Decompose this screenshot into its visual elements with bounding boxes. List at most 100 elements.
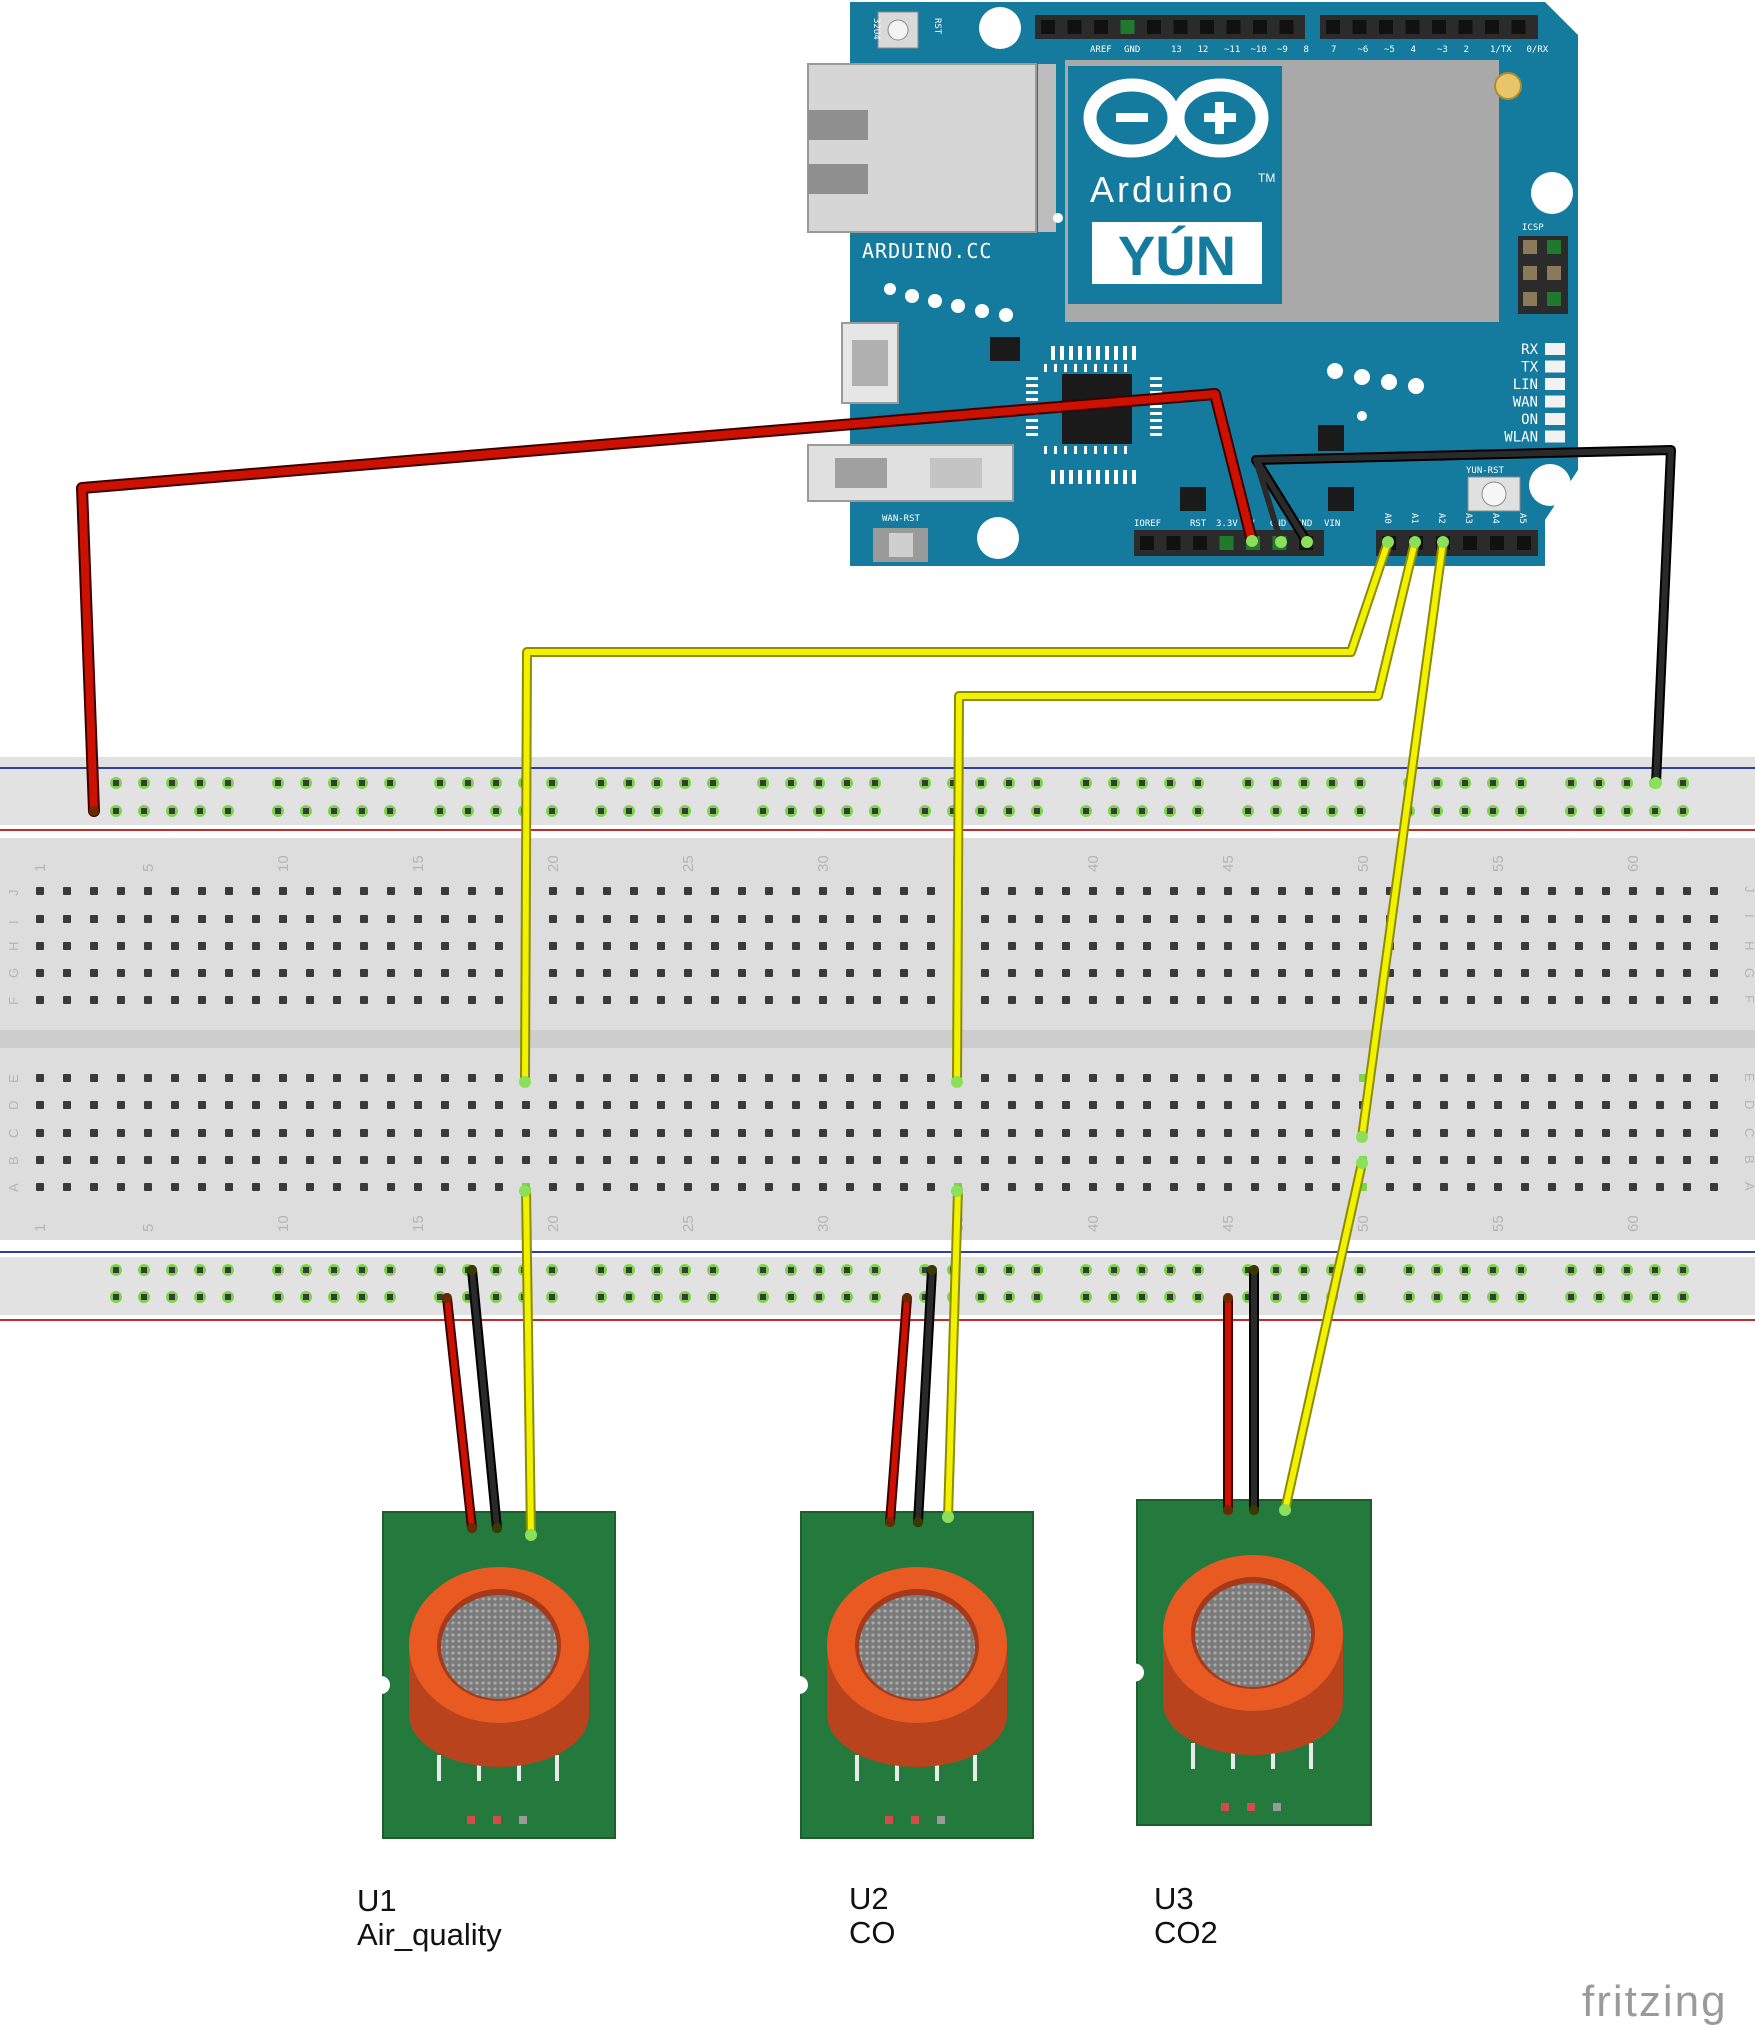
breadboard-hole[interactable] xyxy=(1251,1183,1259,1191)
breadboard-hole[interactable] xyxy=(1197,1183,1205,1191)
breadboard-hole[interactable] xyxy=(252,915,260,923)
breadboard-hole[interactable] xyxy=(1224,996,1232,1004)
breadboard-hole[interactable] xyxy=(1305,887,1313,895)
breadboard-hole[interactable] xyxy=(1170,1074,1178,1082)
power-pin[interactable] xyxy=(1166,536,1181,550)
breadboard-hole[interactable] xyxy=(819,1129,827,1137)
breadboard-hole[interactable] xyxy=(1143,1183,1151,1191)
breadboard-hole[interactable] xyxy=(279,1129,287,1137)
breadboard-hole[interactable] xyxy=(765,1101,773,1109)
breadboard-hole[interactable] xyxy=(495,1074,503,1082)
breadboard-hole[interactable] xyxy=(1602,1074,1610,1082)
breadboard-hole[interactable] xyxy=(1602,1183,1610,1191)
breadboard-hole[interactable] xyxy=(387,1156,395,1164)
breadboard-hole[interactable] xyxy=(1710,1156,1718,1164)
header-pin[interactable] xyxy=(1485,20,1499,34)
breadboard-hole[interactable] xyxy=(387,915,395,923)
breadboard-hole[interactable] xyxy=(900,969,908,977)
breadboard-hole[interactable] xyxy=(1656,1156,1664,1164)
breadboard-hole[interactable] xyxy=(927,1101,935,1109)
breadboard-hole[interactable] xyxy=(1548,969,1556,977)
breadboard-hole[interactable] xyxy=(171,1183,179,1191)
breadboard-hole[interactable] xyxy=(549,1074,557,1082)
breadboard-hole[interactable] xyxy=(90,1074,98,1082)
breadboard-hole[interactable] xyxy=(63,969,71,977)
breadboard-hole[interactable] xyxy=(1197,887,1205,895)
breadboard-hole[interactable] xyxy=(630,1101,638,1109)
breadboard-hole[interactable] xyxy=(1089,887,1097,895)
breadboard-hole[interactable] xyxy=(360,969,368,977)
breadboard-hole[interactable] xyxy=(1089,969,1097,977)
breadboard-hole[interactable] xyxy=(1413,1183,1421,1191)
breadboard-hole[interactable] xyxy=(1278,1074,1286,1082)
breadboard-hole[interactable] xyxy=(360,1183,368,1191)
breadboard-hole[interactable] xyxy=(1467,942,1475,950)
breadboard-hole[interactable] xyxy=(468,1101,476,1109)
breadboard-hole[interactable] xyxy=(1251,942,1259,950)
breadboard-hole[interactable] xyxy=(1170,915,1178,923)
breadboard-hole[interactable] xyxy=(576,915,584,923)
breadboard-hole[interactable] xyxy=(117,942,125,950)
breadboard-hole[interactable] xyxy=(225,996,233,1004)
breadboard-hole[interactable] xyxy=(441,1129,449,1137)
breadboard-hole[interactable] xyxy=(1305,1183,1313,1191)
breadboard-hole[interactable] xyxy=(981,1129,989,1137)
breadboard-hole[interactable] xyxy=(819,1183,827,1191)
breadboard-hole[interactable] xyxy=(144,996,152,1004)
breadboard-hole[interactable] xyxy=(630,1129,638,1137)
breadboard-hole[interactable] xyxy=(1656,942,1664,950)
breadboard-hole[interactable] xyxy=(1683,1129,1691,1137)
breadboard-hole[interactable] xyxy=(360,996,368,1004)
breadboard-hole[interactable] xyxy=(873,969,881,977)
breadboard-hole[interactable] xyxy=(1278,1101,1286,1109)
breadboard-hole[interactable] xyxy=(1548,915,1556,923)
breadboard-hole[interactable] xyxy=(360,1074,368,1082)
breadboard-hole[interactable] xyxy=(819,915,827,923)
breadboard-hole[interactable] xyxy=(1089,1101,1097,1109)
breadboard-hole[interactable] xyxy=(1062,1074,1070,1082)
breadboard-hole[interactable] xyxy=(1008,942,1016,950)
breadboard-hole[interactable] xyxy=(819,1101,827,1109)
breadboard-hole[interactable] xyxy=(414,1074,422,1082)
breadboard-hole[interactable] xyxy=(387,996,395,1004)
breadboard-hole[interactable] xyxy=(117,1129,125,1137)
breadboard-hole[interactable] xyxy=(846,1183,854,1191)
breadboard-hole[interactable] xyxy=(1494,996,1502,1004)
breadboard-hole[interactable] xyxy=(1224,1101,1232,1109)
breadboard-hole[interactable] xyxy=(549,942,557,950)
breadboard-hole[interactable] xyxy=(441,996,449,1004)
breadboard-hole[interactable] xyxy=(90,1156,98,1164)
breadboard-hole[interactable] xyxy=(873,1183,881,1191)
breadboard-hole[interactable] xyxy=(684,1101,692,1109)
breadboard-hole[interactable] xyxy=(144,915,152,923)
breadboard-hole[interactable] xyxy=(684,996,692,1004)
breadboard-hole[interactable] xyxy=(1521,1129,1529,1137)
breadboard-hole[interactable] xyxy=(792,1101,800,1109)
breadboard-hole[interactable] xyxy=(900,1074,908,1082)
breadboard-hole[interactable] xyxy=(495,1156,503,1164)
breadboard-hole[interactable] xyxy=(711,1156,719,1164)
reset-button-32u4[interactable] xyxy=(877,11,919,49)
breadboard-hole[interactable] xyxy=(1710,969,1718,977)
breadboard-hole[interactable] xyxy=(225,942,233,950)
breadboard-hole[interactable] xyxy=(225,887,233,895)
breadboard-hole[interactable] xyxy=(576,1156,584,1164)
breadboard-hole[interactable] xyxy=(1656,969,1664,977)
breadboard-hole[interactable] xyxy=(522,1129,530,1137)
breadboard-hole[interactable] xyxy=(279,1074,287,1082)
yun-reset-button[interactable] xyxy=(1467,476,1521,512)
breadboard-hole[interactable] xyxy=(279,996,287,1004)
header-pin[interactable] xyxy=(1253,20,1267,34)
breadboard-hole[interactable] xyxy=(1143,996,1151,1004)
breadboard-hole[interactable] xyxy=(1683,969,1691,977)
breadboard-hole[interactable] xyxy=(63,1156,71,1164)
breadboard-hole[interactable] xyxy=(630,942,638,950)
breadboard-hole[interactable] xyxy=(1656,1101,1664,1109)
breadboard-hole[interactable] xyxy=(1116,915,1124,923)
breadboard-hole[interactable] xyxy=(738,1101,746,1109)
breadboard-hole[interactable] xyxy=(1521,1074,1529,1082)
analog-pin[interactable] xyxy=(1517,536,1531,550)
breadboard-hole[interactable] xyxy=(630,996,638,1004)
breadboard-hole[interactable] xyxy=(1224,1183,1232,1191)
breadboard-hole[interactable] xyxy=(1629,942,1637,950)
